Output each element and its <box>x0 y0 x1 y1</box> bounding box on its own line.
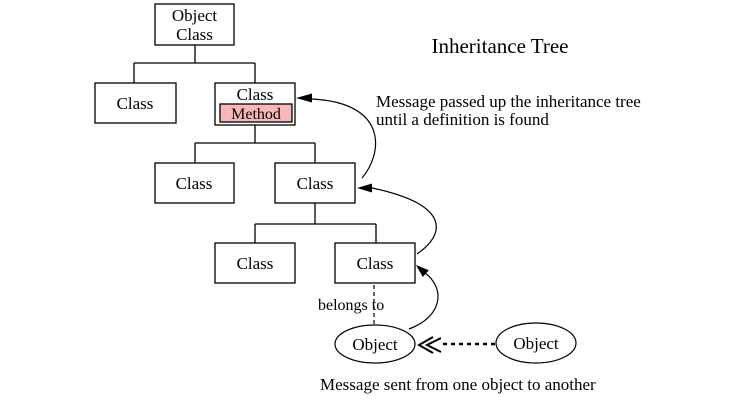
object-class-box <box>154 3 235 46</box>
class-boxes <box>94 3 416 284</box>
class-label-l4-left: Class <box>237 254 274 273</box>
class-box-l4-left <box>214 242 296 284</box>
class-label-l2-left: Class <box>117 94 154 113</box>
class-label-l3-right: Class <box>297 174 334 193</box>
double-chevron-arrowhead-icon <box>416 336 442 354</box>
message-arrow-to-l4-head-icon <box>416 265 429 277</box>
message-arrow-to-l4-curve <box>408 271 439 330</box>
chevron-outer <box>424 337 442 353</box>
message-sent-annotation: Message sent from one object to another <box>320 375 596 394</box>
message-arrow-to-method-head-icon <box>296 93 312 103</box>
class-box-l3-left <box>154 162 235 204</box>
belongs-to-label: belongs to <box>318 297 384 314</box>
passed-up-annotation-line1: Message passed up the inheritance tree <box>376 92 641 111</box>
method-highlight-box <box>219 103 293 123</box>
object-instance-right-label: Object <box>513 334 559 353</box>
method-label: Method <box>231 106 281 123</box>
object-instance-left-label: Object <box>352 335 398 354</box>
object-class-label-line1: Object <box>172 6 218 25</box>
class-box-l2-left <box>94 82 177 124</box>
object-instance-left-ellipse <box>334 324 416 364</box>
message-arrow-to-method-curve <box>311 98 377 179</box>
class-label-l2-right: Class <box>237 85 274 104</box>
passed-up-annotation-line2: until a definition is found <box>376 110 549 129</box>
class-box-l4-right <box>334 242 416 284</box>
chevron-inner <box>416 336 434 354</box>
class-box-l3-right <box>274 162 356 204</box>
class-label-l4-right: Class <box>357 254 394 273</box>
object-instance-right-ellipse <box>495 322 577 364</box>
message-arrow-to-l3-head-icon <box>357 183 372 193</box>
class-label-l3-left: Class <box>176 174 213 193</box>
tree-connectors <box>133 45 377 243</box>
object-class-label-line2: Class <box>176 25 213 44</box>
message-arrow-to-l3-curve <box>371 187 437 255</box>
diagram-title: Inheritance Tree <box>431 34 568 58</box>
